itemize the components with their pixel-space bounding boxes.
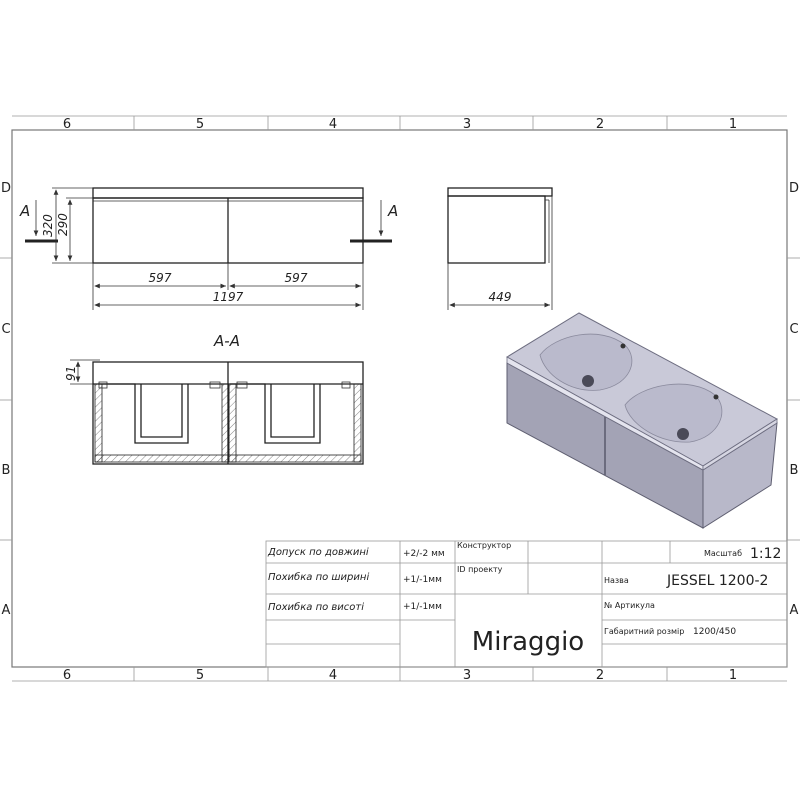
- project-id-label: ID проекту: [457, 565, 503, 574]
- zone-row-b-left: B: [2, 463, 11, 478]
- zone-col-2-top: 2: [596, 117, 604, 132]
- dim-height-body: 290: [56, 213, 70, 236]
- overall-size-label: Габаритний розмір: [604, 627, 684, 636]
- zone-col-3-top: 3: [463, 117, 471, 132]
- scale-label: Масштаб: [704, 549, 742, 558]
- section-letter-left: A: [19, 202, 30, 220]
- tolerance-height-value: +1/-1мм: [403, 602, 442, 612]
- tolerance-height-label: Похибка по висоті: [268, 601, 364, 613]
- overall-size-value: 1200/450: [693, 627, 736, 637]
- designer-label: Конструктор: [457, 541, 511, 550]
- scale-value: 1:12: [750, 546, 781, 562]
- zone-col-1-top: 1: [729, 117, 737, 132]
- zone-row-b-right: B: [790, 463, 799, 478]
- section-title: A-A: [213, 332, 240, 350]
- title-block: Допуск по довжині +2/-2 мм Похибка по ши…: [265, 540, 788, 668]
- zone-col-1-bottom: 1: [729, 668, 737, 683]
- brand-logo: Miraggio: [472, 627, 584, 657]
- tolerance-width-label: Похибка по ширині: [268, 571, 369, 583]
- zone-col-2-bottom: 2: [596, 668, 604, 683]
- zone-col-6-bottom: 6: [63, 668, 71, 683]
- width-dims: 597 597 1197: [92, 263, 364, 310]
- zone-col-3-bottom: 3: [463, 668, 471, 683]
- zone-row-c-left: C: [1, 322, 10, 337]
- zone-col-6-top: 6: [63, 117, 71, 132]
- front-view: A A 320 290 597 597 1197: [19, 187, 398, 310]
- zone-row-a-left: A: [2, 603, 11, 618]
- dim-width: 1197: [213, 290, 244, 304]
- name-label: Назва: [604, 576, 629, 585]
- zone-row-c-right: C: [789, 322, 798, 337]
- zone-row-a-right: A: [790, 603, 799, 618]
- section-mark-left: A: [19, 200, 58, 243]
- zone-col-4-bottom: 4: [329, 668, 337, 683]
- countertop-outline: [92, 187, 364, 199]
- side-view: 449: [447, 187, 553, 310]
- dim-half-right: 597: [285, 271, 308, 285]
- side-cabinet-outline: [447, 195, 546, 264]
- dim-basin-depth: 91: [64, 366, 78, 381]
- tolerance-length-value: +2/-2 мм: [403, 549, 445, 559]
- article-label: № Артикула: [604, 601, 655, 610]
- dim-half-left: 597: [149, 271, 172, 285]
- zone-row-d-right: D: [789, 181, 799, 196]
- section-letter-right: A: [387, 202, 398, 220]
- zone-col-5-bottom: 5: [196, 668, 204, 683]
- dim-depth: 449: [489, 290, 512, 304]
- dim-height-total: 320: [41, 214, 55, 237]
- product-name: JESSEL 1200-2: [666, 573, 768, 589]
- section-view: A-A 91: [64, 332, 364, 465]
- tolerance-width-value: +1/-1мм: [403, 575, 442, 585]
- tolerance-length-label: Допуск по довжині: [267, 546, 369, 558]
- zone-labels: 6 5 4 3 2 1 6 5 4 3 2 1 D C B A D C B A: [1, 117, 799, 683]
- height-dims: 320 290: [41, 187, 93, 264]
- section-mark-right: A: [350, 200, 398, 243]
- zone-col-4-top: 4: [329, 117, 337, 132]
- isometric-render: [506, 312, 778, 529]
- zone-row-d-left: D: [1, 181, 11, 196]
- zone-col-5-top: 5: [196, 117, 204, 132]
